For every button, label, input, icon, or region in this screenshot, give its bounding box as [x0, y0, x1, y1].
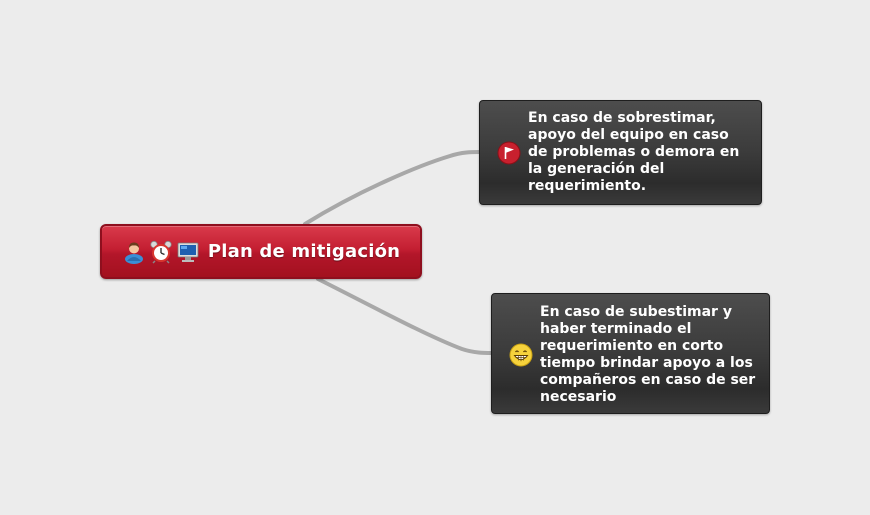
connector-to-topic-1 [303, 150, 482, 226]
branch-topic-1-text: En caso de sobrestimar, apoyo del equipo… [528, 110, 740, 194]
branch-topic-2-text: En caso de subestimar y haber terminado … [540, 304, 756, 405]
central-topic-label: Plan de mitigación [207, 241, 401, 262]
grinning-smiley-icon [509, 343, 533, 367]
connector-to-topic-2 [316, 277, 494, 355]
user-icon [124, 242, 143, 264]
branch-topic-1[interactable]: En caso de sobrestimar, apoyo del equipo… [479, 100, 762, 205]
branch-topic-2[interactable]: En caso de subestimar y haber terminado … [491, 293, 770, 414]
alarm-clock-icon [150, 240, 172, 264]
computer-monitor-icon [177, 242, 199, 262]
central-topic[interactable]: Plan de mitigación [100, 224, 422, 279]
red-flag-icon [497, 141, 521, 165]
central-topic-icons [122, 240, 200, 264]
